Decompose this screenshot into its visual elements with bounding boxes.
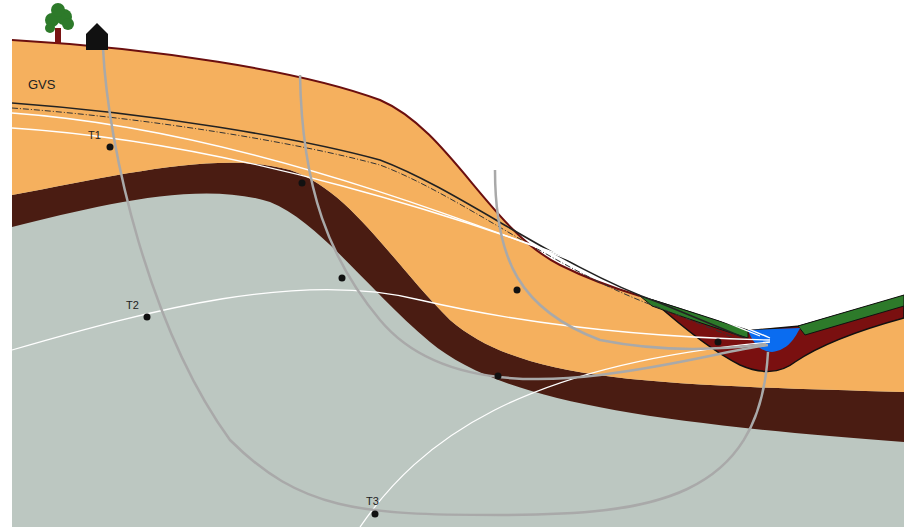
equipotential-lines: [12, 113, 770, 527]
point-label: T3: [366, 496, 379, 507]
house: [86, 23, 108, 50]
tree-crown: [45, 3, 74, 33]
sky: [0, 0, 904, 330]
point-label: T2: [126, 300, 139, 311]
water-table-label: GVS: [28, 78, 55, 91]
point-label: T1: [88, 130, 101, 141]
tree-trunk: [55, 28, 61, 44]
soil-right: [798, 295, 904, 335]
measure-points: [107, 144, 722, 518]
water-table-dashes: [12, 108, 740, 340]
flow-lines: [103, 48, 768, 515]
water-table: [12, 103, 745, 338]
